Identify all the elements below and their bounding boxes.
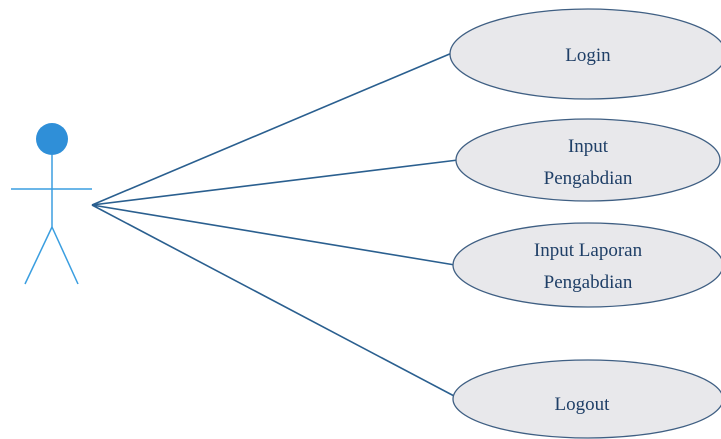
use-case-logout-ellipse — [452, 359, 721, 439]
use-case-input-pengabdian: Input Pengabdian — [455, 118, 721, 202]
use-case-input-pengabdian-label-line1: Input — [568, 136, 609, 157]
use-case-logout: Logout — [452, 359, 721, 439]
use-case-input-laporan-pengabdian-label-line1: Input Laporan — [534, 240, 643, 261]
use-case-login: Login — [449, 8, 721, 100]
actor-head — [36, 123, 68, 155]
use-case-logout-label: Logout — [555, 394, 611, 415]
association-input-laporan-pengabdian — [91, 204, 456, 266]
use-case-input-pengabdian-label-line2: Pengabdian — [544, 168, 633, 189]
use-case-input-laporan-pengabdian-ellipse — [452, 222, 721, 308]
use-case-login-label: Login — [565, 45, 611, 66]
associations — [91, 52, 459, 398]
actor-left-leg — [24, 226, 53, 285]
association-logout — [91, 204, 457, 398]
use-case-input-laporan-pengabdian-label-line2: Pengabdian — [544, 272, 633, 293]
association-input-pengabdian — [91, 159, 459, 206]
use-case-input-pengabdian-ellipse — [455, 118, 721, 202]
association-login — [91, 52, 453, 206]
use-case-input-laporan-pengabdian: Input Laporan Pengabdian — [452, 222, 721, 308]
actor — [11, 123, 92, 285]
use-case-login-ellipse — [449, 8, 721, 100]
actor-right-leg — [51, 226, 79, 285]
